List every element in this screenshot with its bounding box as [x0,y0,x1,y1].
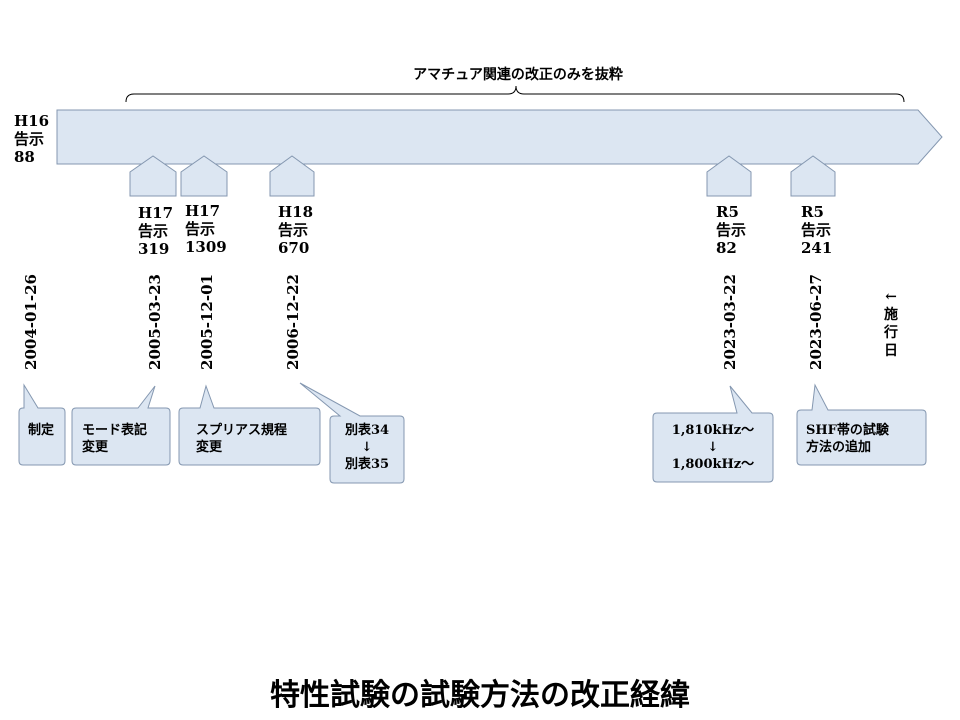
callout-text-3: スプリアス規程 変更 [196,423,288,455]
callout-text-1: 制定 [28,423,55,438]
callout-box-2 [71,385,171,466]
callout-text-2: モード表記 変更 [82,423,148,455]
callout-box-4 [299,382,405,484]
marker-label-4: R5 告示 82 [716,203,747,257]
marker-pentagon-1 [129,155,177,197]
marker-label-2: H17 告示 1309 [185,202,227,256]
callout-box-1 [18,383,66,466]
callout-text-5: 1,810kHz～ ↓ 1,800kHz～ [671,423,755,472]
marker-label-5: R5 告示 241 [801,203,833,257]
brace [125,85,905,103]
date-2: 2005-03-23 [146,274,164,370]
effective-date-label: ← 施 行 日 [884,289,898,359]
marker-label-1: H17 告示 319 [138,204,174,258]
marker-label-3: H18 告示 670 [278,203,314,257]
marker-pentagon-2 [180,155,228,197]
callout-box-3 [178,384,321,466]
date-5: 2023-03-22 [721,274,739,370]
marker-pentagon-3 [269,155,315,197]
callout-box-5 [652,385,774,483]
date-4: 2006-12-22 [284,274,302,370]
callout-text-6: SHF帯の試験 方法の追加 [806,423,889,455]
start-label: H16 告示 88 [14,112,49,166]
date-3: 2005-12-01 [198,274,216,370]
callout-text-4: 別表34 ↓ 別表35 [344,423,390,472]
marker-pentagon-4 [706,155,752,197]
start-label-line3: 88 [14,148,35,166]
header-note: アマチュア関連の改正のみを抜粋 [413,67,623,83]
diagram-title: 特性試験の試験方法の改正経緯 [270,678,690,713]
date-6: 2023-06-27 [807,274,825,370]
timeline-arrow [56,109,943,165]
marker-pentagon-5 [790,155,836,197]
start-label-line1: H16 [14,112,50,130]
callout-box-6 [796,383,927,466]
date-1: 2004-01-26 [22,274,40,370]
start-label-line2: 告示 [14,130,45,148]
